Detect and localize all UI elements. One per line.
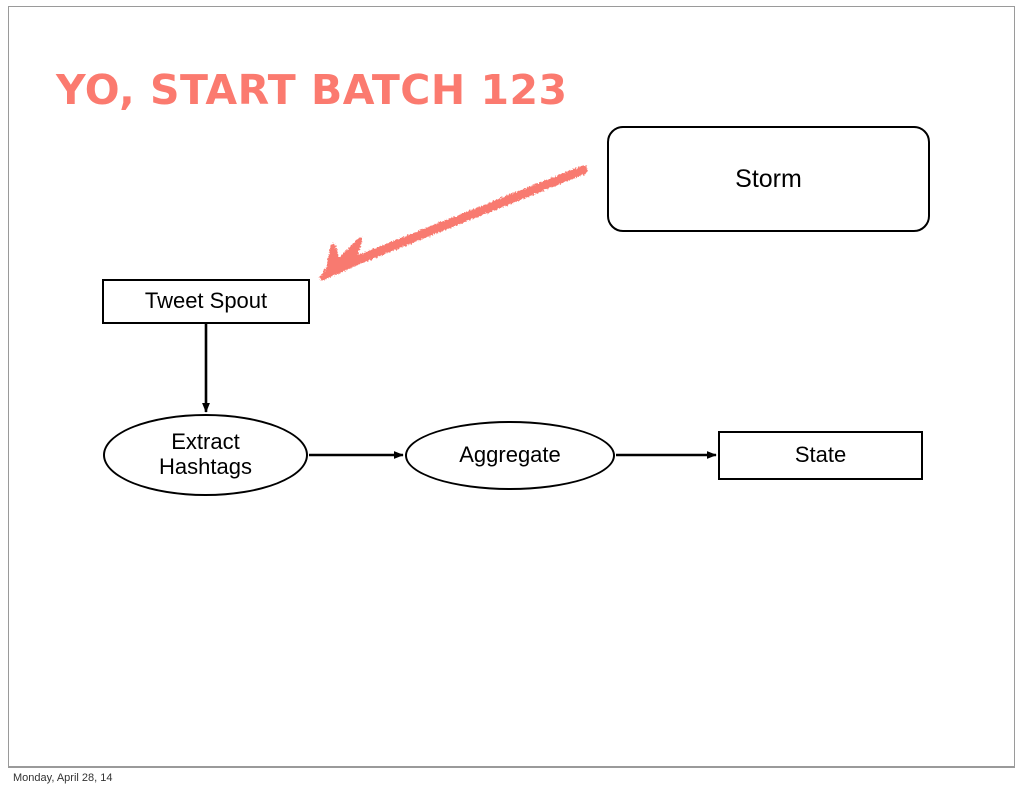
- diagram-node-storm-label: Storm: [735, 165, 802, 193]
- page-title: YO, START BATCH 123: [56, 66, 568, 114]
- footer-date: Monday, April 28, 14: [13, 772, 113, 784]
- diagram-node-state-label: State: [794, 442, 847, 468]
- diagram-node-extract-hashtags[interactable]: Extract Hashtags: [103, 414, 308, 496]
- diagram-node-tweet-spout[interactable]: Tweet Spout: [102, 279, 310, 324]
- diagram-node-aggregate-label: Aggregate: [459, 442, 561, 468]
- diagram-node-extract-hashtags-label-line2: Hashtags: [159, 454, 252, 479]
- diagram-node-tweet-spout-label: Tweet Spout: [144, 288, 268, 314]
- diagram-node-storm[interactable]: Storm: [607, 126, 930, 232]
- diagram-node-state[interactable]: State: [718, 431, 923, 480]
- diagram-node-extract-hashtags-label: Extract Hashtags: [159, 430, 252, 479]
- footer-divider: [8, 767, 1015, 768]
- diagram-node-extract-hashtags-label-line1: Extract: [171, 429, 240, 455]
- storm-callout-arrow: [319, 165, 588, 281]
- diagram-node-aggregate[interactable]: Aggregate: [405, 421, 615, 490]
